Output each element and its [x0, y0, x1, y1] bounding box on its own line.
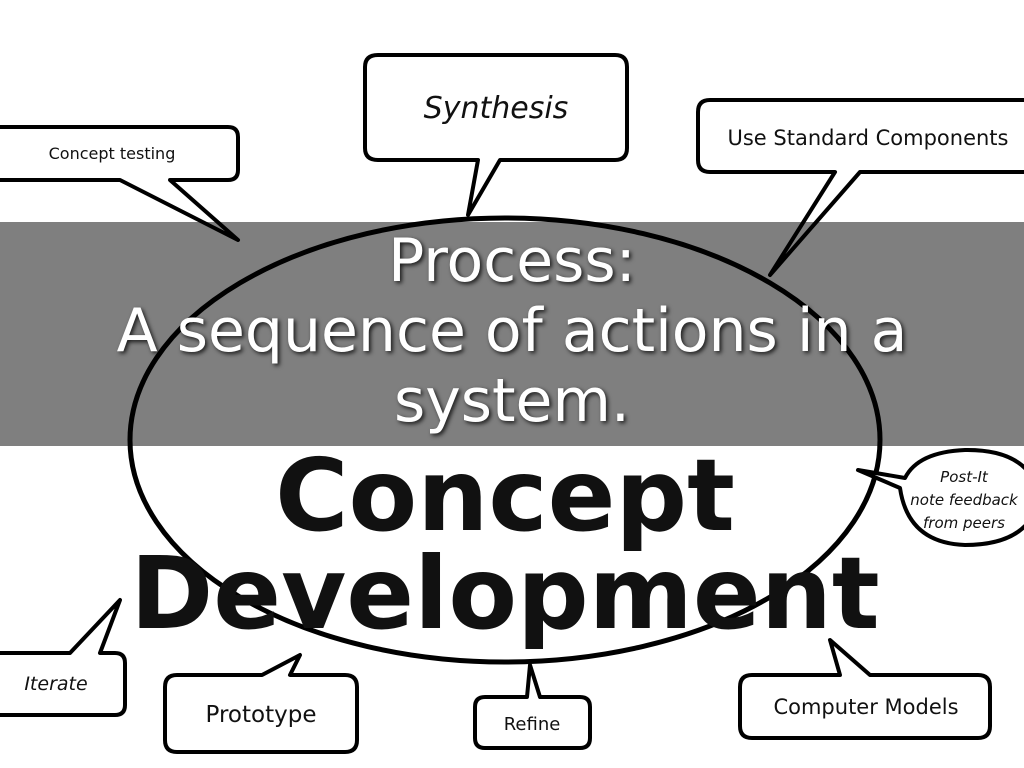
slide-title: Process: A sequence of actions in a syst… [0, 226, 1024, 436]
bubble-computer-models: Computer Models [738, 638, 992, 740]
title-overlay-band [0, 222, 1024, 446]
computer-models-label: Computer Models [773, 695, 958, 719]
concept-testing-label: Concept testing [49, 144, 176, 163]
title-line-1: Process: [388, 226, 636, 296]
title-line-2: A sequence of actions in a [116, 296, 908, 366]
standard-components-label: Use Standard Components [728, 126, 1009, 150]
bubble-iterate: Iterate [0, 598, 127, 717]
bubble-synthesis: Synthesis [363, 53, 629, 217]
bubble-concept-testing: Concept testing [0, 125, 240, 242]
center-label-development: Development [130, 535, 879, 652]
refine-label: Refine [504, 714, 561, 735]
post-it-line-2: note feedback [910, 491, 1019, 509]
post-it-line-3: from peers [923, 514, 1005, 532]
title-line-3: system. [394, 366, 630, 436]
post-it-line-1: Post-It [940, 468, 989, 486]
prototype-label: Prototype [206, 702, 317, 728]
bubble-post-it: Post-It note feedback from peers [856, 447, 1024, 547]
iterate-label: Iterate [24, 673, 87, 695]
bubble-refine: Refine [473, 663, 592, 750]
synthesis-label: Synthesis [424, 91, 569, 126]
center-label-concept: Concept [275, 437, 735, 554]
bubble-prototype: Prototype [163, 653, 359, 754]
